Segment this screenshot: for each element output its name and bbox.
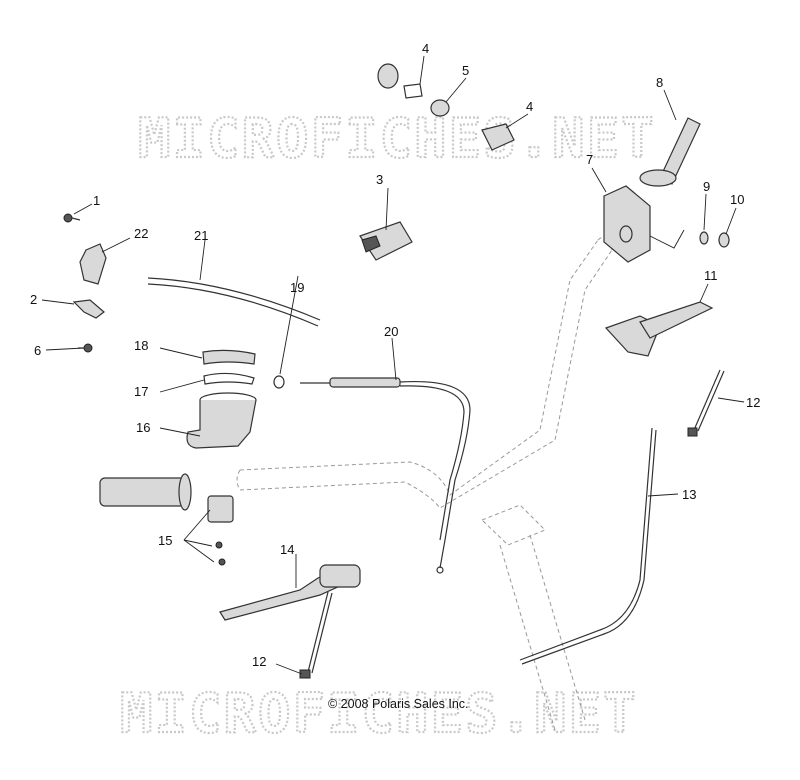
part-12-cable-tie-upper [687,369,725,437]
callout-12-lower: 12 [252,654,266,669]
part-16-reservoir [186,392,257,449]
part-10-cap [718,232,730,248]
watermark-bottom: MICROFICHES.NET [120,682,638,745]
callout-16: 16 [136,420,150,435]
callout-4-upper: 4 [422,41,429,56]
callout-21: 21 [194,228,208,243]
part-4-ignition-lower [481,123,515,151]
part-15-clamp [207,495,234,566]
part-12-cable-tie-lower [299,591,333,679]
callout-18: 18 [134,338,148,353]
callout-5: 5 [462,63,469,78]
callout-15: 15 [158,533,172,548]
part-7-throttle-housing [603,185,685,263]
handlebar-ghost [236,237,613,509]
callout-9: 9 [703,179,710,194]
callout-6: 6 [34,343,41,358]
callout-2: 2 [30,292,37,307]
part-9-cap [699,231,709,245]
part-17-diaphragm [203,372,255,385]
callout-1: 1 [93,193,100,208]
callout-19: 19 [290,280,304,295]
part-22-bracket [79,243,107,285]
part-21-brake-line [147,277,321,327]
steering-post-ghost [481,504,586,731]
callout-10: 10 [730,192,744,207]
part-20-throttle-cable [300,377,471,574]
callout-17: 17 [134,384,148,399]
leader-lines [41,55,745,675]
callout-4-lower: 4 [526,99,533,114]
part-8-right-grip [639,117,701,187]
callout-7: 7 [586,152,593,167]
copyright-text: © 2008 Polaris Sales Inc. [328,697,469,711]
callout-labels: 1 22 2 6 21 3 4 5 4 8 7 9 10 11 12 13 19… [30,41,760,669]
callout-22: 22 [134,226,148,241]
part-1-bolt [63,213,81,223]
callout-12-upper: 12 [746,395,760,410]
callout-3: 3 [376,172,383,187]
part-3-switch [359,221,413,261]
part-5-nut [430,99,450,117]
callout-14: 14 [280,542,294,557]
part-14-brake-lever [219,564,361,621]
part-19-oring [273,375,285,389]
callout-8: 8 [656,75,663,90]
part-18-cover [202,349,256,365]
part-2-clip [72,299,105,319]
left-grip [99,473,192,511]
part-4-ignition-upper [377,63,423,99]
callout-20: 20 [384,324,398,339]
callout-13: 13 [682,487,696,502]
part-11-lever [604,301,714,357]
watermark-top: MICROFICHES.NET [138,107,656,170]
part-13-cable [519,427,657,665]
callout-11: 11 [704,268,718,283]
